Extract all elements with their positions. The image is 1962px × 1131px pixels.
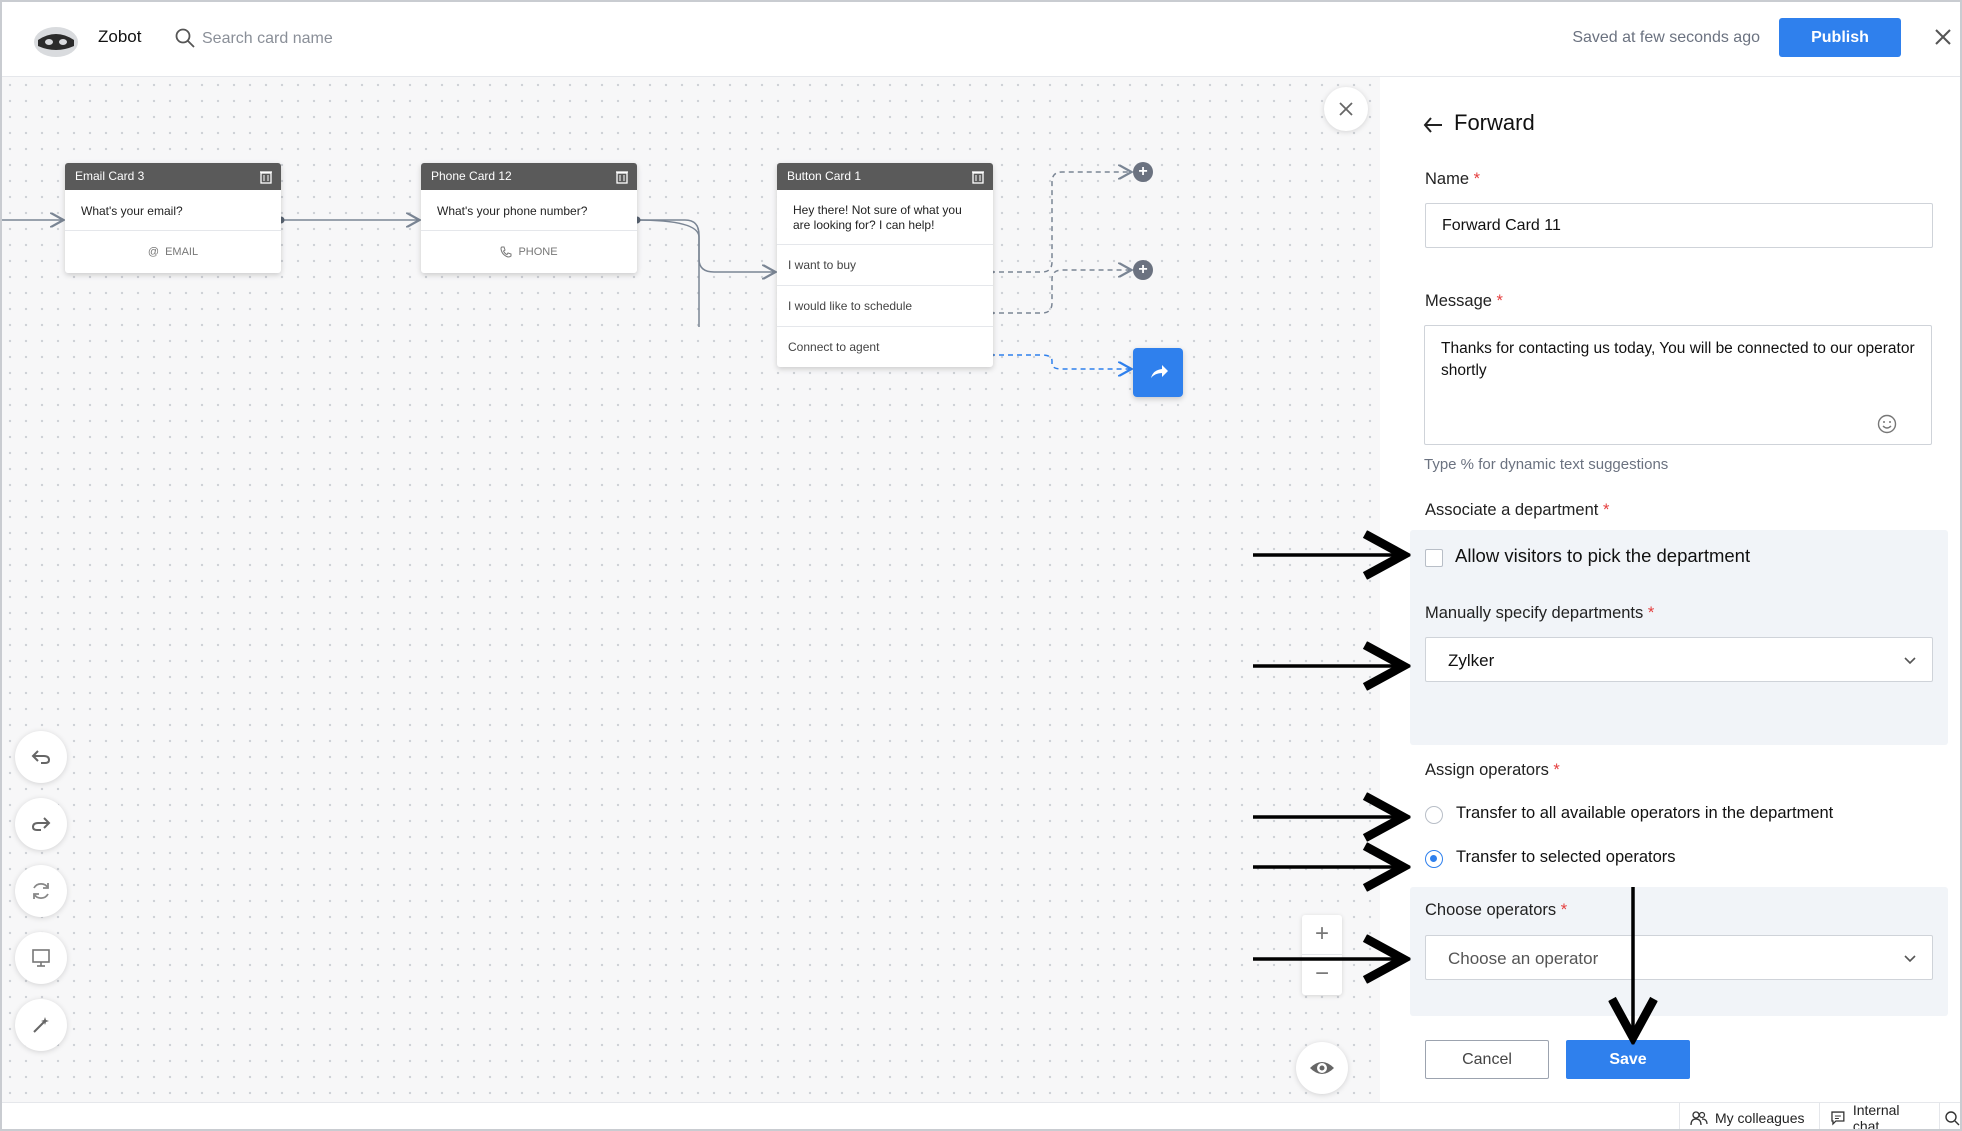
button-option[interactable]: Connect to agent (777, 326, 993, 367)
name-field[interactable] (1425, 203, 1933, 248)
zoom-out-button[interactable]: − (1314, 960, 1329, 987)
email-card[interactable]: Email Card 3 What's your email? @ EMAIL (65, 163, 281, 273)
top-bar: Zobot Saved at few seconds ago Publish (2, 2, 1960, 77)
search-icon (175, 28, 195, 48)
phone-icon (500, 246, 512, 258)
chat-icon (1831, 1110, 1845, 1125)
transfer-selected-radio[interactable] (1425, 850, 1443, 868)
canvas-close-button[interactable] (1324, 87, 1368, 131)
colleagues-icon (1690, 1110, 1708, 1125)
undo-button[interactable] (15, 731, 67, 783)
preview-button[interactable] (1296, 1042, 1348, 1094)
close-icon[interactable] (1930, 24, 1956, 50)
department-label: Associate a department * (1425, 501, 1610, 519)
button-card[interactable]: Button Card 1 Hey there! Not sure of wha… (777, 163, 993, 367)
card-question: What's your email? (65, 190, 281, 231)
panel-title: Forward (1454, 110, 1535, 135)
redo-button[interactable] (15, 798, 67, 850)
emoji-icon[interactable] (1876, 413, 1898, 435)
chevron-down-icon (1904, 955, 1916, 963)
refresh-button[interactable] (15, 865, 67, 917)
bottom-bar: My colleagues Internal chat (2, 1102, 1960, 1129)
card-title: Button Card 1 (787, 169, 862, 183)
search-card-input[interactable] (202, 24, 502, 54)
choose-operators-label: Choose operators * (1425, 901, 1568, 919)
my-colleagues-button[interactable]: My colleagues (1679, 1103, 1819, 1129)
operator-select[interactable]: Choose an operator (1425, 935, 1933, 980)
message-field[interactable]: Thanks for contacting us today, You will… (1424, 325, 1932, 445)
manual-department-label: Manually specify departments * (1425, 604, 1655, 622)
assign-operators-label: Assign operators * (1425, 761, 1560, 779)
eye-icon (1310, 1062, 1334, 1074)
monitor-icon (32, 949, 50, 967)
zoom-controls: + − (1302, 915, 1342, 995)
forward-icon (1151, 365, 1168, 378)
department-selected-value: Zylker (1448, 651, 1495, 670)
card-header: Button Card 1 (777, 163, 993, 190)
close-icon (1339, 102, 1353, 116)
magic-wand-button[interactable] (15, 999, 67, 1051)
flow-canvas[interactable]: Email Card 3 What's your email? @ EMAIL … (2, 77, 1380, 1102)
forward-node[interactable] (1133, 348, 1183, 397)
card-title: Email Card 3 (75, 169, 145, 183)
cancel-button[interactable]: Cancel (1425, 1040, 1549, 1079)
card-header: Email Card 3 (65, 163, 281, 190)
card-question: Hey there! Not sure of what you are look… (793, 203, 962, 232)
zobot-logo-icon (34, 27, 78, 57)
forward-settings-panel: Forward Name * Message * Thanks for cont… (1380, 77, 1960, 1102)
transfer-all-radio[interactable] (1425, 806, 1443, 824)
at-icon: @ (147, 246, 160, 258)
name-label: Name * (1425, 170, 1481, 188)
card-question: What's your phone number? (421, 190, 637, 231)
allow-pick-checkbox[interactable] (1425, 549, 1443, 567)
operator-placeholder: Choose an operator (1448, 949, 1599, 968)
magic-wand-icon (33, 1017, 49, 1033)
zoom-in-button[interactable]: + (1302, 915, 1342, 955)
bottom-search-button[interactable] (1939, 1103, 1960, 1129)
department-select[interactable]: Zylker (1425, 637, 1933, 682)
trash-icon[interactable] (971, 169, 985, 184)
trash-icon[interactable] (615, 169, 629, 184)
app-name: Zobot (98, 27, 142, 46)
undo-icon (31, 750, 51, 764)
card-title: Phone Card 12 (431, 169, 512, 183)
publish-button[interactable]: Publish (1779, 18, 1901, 57)
chevron-down-icon (1904, 657, 1916, 665)
redo-icon (31, 817, 51, 831)
back-arrow-icon[interactable] (1422, 114, 1444, 136)
add-node-button[interactable]: + (1133, 162, 1153, 182)
transfer-selected-label[interactable]: Transfer to selected operators (1456, 848, 1676, 866)
card-header: Phone Card 12 (421, 163, 637, 190)
refresh-icon (33, 882, 49, 900)
button-option[interactable]: I would like to schedule (777, 285, 993, 326)
card-footer: PHONE (421, 231, 637, 273)
button-option[interactable]: I want to buy (777, 244, 993, 285)
allow-pick-label[interactable]: Allow visitors to pick the department (1455, 545, 1751, 566)
message-hint: Type % for dynamic text suggestions (1424, 456, 1669, 473)
message-label: Message * (1425, 292, 1503, 310)
saved-status: Saved at few seconds ago (1572, 29, 1760, 46)
transfer-all-label[interactable]: Transfer to all available operators in t… (1456, 804, 1834, 822)
save-button[interactable]: Save (1566, 1040, 1690, 1079)
phone-card[interactable]: Phone Card 12 What's your phone number? … (421, 163, 637, 273)
internal-chat-button[interactable]: Internal chat (1819, 1102, 1939, 1129)
add-node-button[interactable]: + (1133, 260, 1153, 280)
preview-screen-button[interactable] (15, 932, 67, 984)
search-icon (1945, 1110, 1960, 1125)
card-footer: @ EMAIL (147, 246, 199, 258)
trash-icon[interactable] (259, 169, 273, 184)
